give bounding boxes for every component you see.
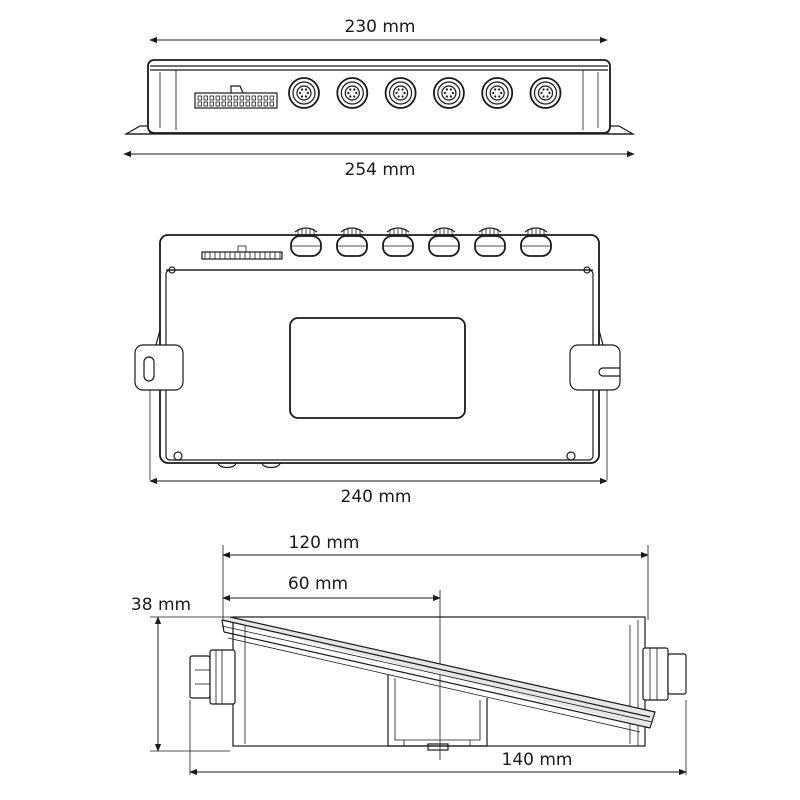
dim-label-140: 140 mm: [502, 750, 573, 770]
right-flange: [607, 125, 636, 135]
dim-label-254: 254 mm: [345, 160, 416, 180]
terminal-pin: [197, 101, 202, 107]
connector-front-2: [336, 227, 368, 257]
front-connectors: [290, 227, 552, 257]
terminal-pin: [233, 95, 238, 101]
terminal-pin: [257, 101, 262, 107]
terminal-pin: [245, 101, 250, 107]
terminal-pin: [257, 95, 262, 101]
terminal-pin: [239, 101, 244, 107]
bottom-foot-left: [217, 462, 237, 469]
terminal-pin: [197, 95, 202, 101]
terminal-pin: [263, 101, 268, 107]
connector-front-5: [474, 227, 506, 257]
terminal-pin: [245, 95, 250, 101]
screw-top-right: [583, 266, 591, 274]
right-side-connector: [642, 647, 687, 701]
support-stand: [387, 675, 488, 751]
terminal-pin: [215, 101, 220, 107]
connector-top-2: [336, 77, 369, 109]
front-view: 240 mm: [134, 227, 621, 507]
terminal-pin: [215, 95, 220, 101]
terminal-pin: [209, 101, 214, 107]
terminal-block-top: [194, 85, 278, 109]
connector-front-3: [382, 227, 414, 257]
terminal-pin: [269, 95, 274, 101]
dim-label-230: 230 mm: [345, 17, 416, 37]
dim-label-38: 38 mm: [131, 595, 191, 615]
terminal-pin: [203, 95, 208, 101]
dim-label-60: 60 mm: [288, 574, 348, 594]
dim-label-120: 120 mm: [289, 533, 360, 553]
terminal-pin: [209, 95, 214, 101]
connector-top-6: [529, 77, 562, 109]
terminal-pin: [221, 101, 226, 107]
terminal-pin: [233, 101, 238, 107]
terminal-pin: [269, 101, 274, 107]
top-connectors: [288, 77, 562, 109]
screw-bottom-left: [173, 451, 183, 461]
terminal-pin: [251, 101, 256, 107]
bottom-foot-right: [261, 462, 281, 469]
terminal-pin: [203, 101, 208, 107]
left-side-connector: [189, 649, 236, 705]
left-bracket: [134, 329, 184, 480]
right-bracket: [569, 329, 621, 480]
screw-bottom-right: [566, 451, 576, 461]
terminal-pin: [251, 95, 256, 101]
terminal-pin: [227, 95, 232, 101]
terminal-pin: [221, 95, 226, 101]
screw-top-left: [168, 266, 176, 274]
front-housing: [159, 234, 600, 464]
top-view: 230 mm 254 mm: [123, 17, 636, 180]
terminal-strip-front: [201, 245, 283, 260]
connector-front-1: [290, 227, 322, 257]
connector-top-3: [384, 77, 417, 109]
left-flange: [123, 125, 151, 135]
strip-tab: [237, 245, 247, 253]
connector-top-5: [481, 77, 514, 109]
label-window: [289, 317, 466, 419]
terminal-pin: [227, 101, 232, 107]
connector-front-4: [428, 227, 460, 257]
connector-top-4: [432, 77, 465, 109]
dim-label-240: 240 mm: [341, 487, 412, 507]
terminal-pin: [239, 95, 244, 101]
side-view: 120 mm 60 mm 38 mm: [131, 533, 687, 776]
connector-front-6: [520, 227, 552, 257]
terminal-pin: [263, 95, 268, 101]
connector-top-1: [288, 77, 320, 109]
tilted-cover: [222, 617, 655, 728]
